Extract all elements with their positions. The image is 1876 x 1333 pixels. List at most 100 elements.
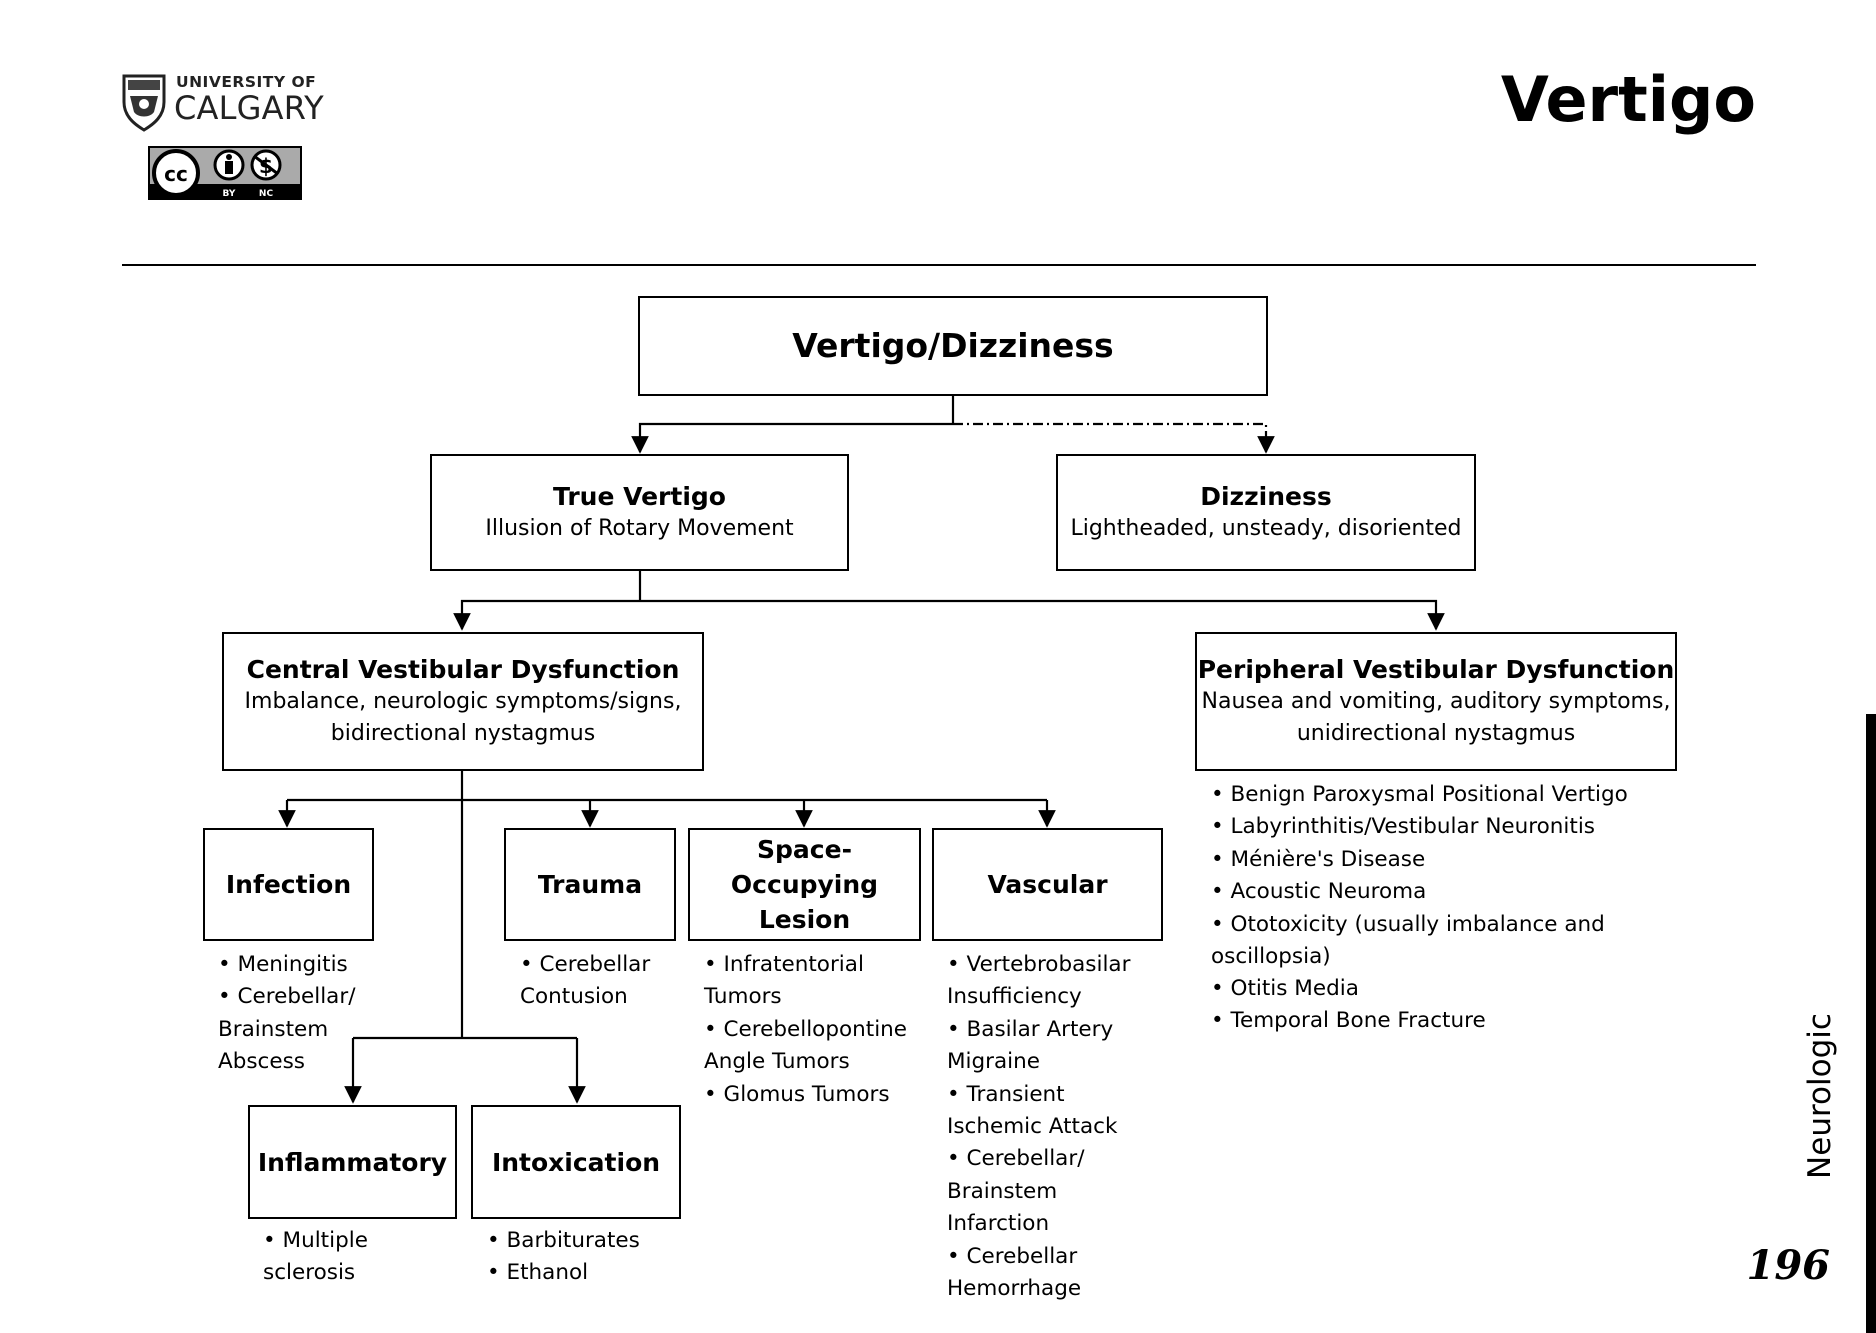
list-item: Cerebellar [520, 949, 651, 981]
list-item: Meningitis [218, 949, 355, 981]
central-vestibular-line2: bidirectional nystagmus [330, 721, 596, 746]
list-item: Cerebellopontine [704, 1014, 908, 1046]
vascular-box: Vascular [932, 828, 1163, 941]
vascular-list-3: Transient [947, 1079, 1065, 1111]
list-item: Acoustic Neuroma [1211, 876, 1628, 908]
inflammatory-title: Inflammatory [257, 1147, 448, 1177]
trauma-list: Cerebellar [520, 949, 651, 981]
vertigo-dizziness-title: Vertigo/Dizziness [792, 326, 1114, 365]
list-item-cont: Infarction [947, 1211, 1050, 1237]
space-list: Infratentorial [704, 949, 864, 981]
list-item-cont: Brainstem [218, 1017, 329, 1042]
space-title-line3: Lesion [758, 905, 851, 934]
list-item-cont: Hemorrhage [947, 1276, 1082, 1301]
space-occupying-box: Space- Occupying Lesion [688, 828, 921, 941]
infection-box: Infection [203, 828, 374, 941]
trauma-title: Trauma [537, 870, 643, 899]
intoxication-list: Barbiturates Ethanol [487, 1225, 640, 1290]
list-item-cont: Insufficiency [947, 984, 1082, 1009]
cc-license-badge: cc $ BY NC [148, 146, 302, 200]
vertigo-dizziness-box: Vertigo/Dizziness [638, 296, 1268, 396]
section-tab-bar [1866, 714, 1876, 1333]
section-label: Neurologic [1802, 1013, 1838, 1179]
vascular-list-1c: Insufficiency [947, 981, 1082, 1013]
vascular-list-5: Cerebellar [947, 1241, 1078, 1273]
space-title-line1: Space- [757, 835, 852, 864]
space-list-2: Cerebellopontine [704, 1014, 908, 1046]
logo-line2: CALGARY [174, 89, 324, 127]
infection-list: Meningitis Cerebellar/ [218, 949, 356, 1014]
vascular-list-1: Vertebrobasilar [947, 949, 1131, 981]
inflammatory-list-cont: sclerosis [263, 1257, 355, 1289]
list-item: Infratentorial [704, 949, 864, 981]
intoxication-box: Intoxication [471, 1105, 681, 1219]
list-item-cont: oscillopsia) [1211, 944, 1331, 969]
peripheral-vestibular-line1: Nausea and vomiting, auditory symptoms, [1201, 689, 1671, 714]
inflammatory-box: Inflammatory [248, 1105, 457, 1219]
intoxication-title: Intoxication [491, 1147, 661, 1177]
list-item: Barbiturates [487, 1225, 640, 1257]
list-item: Cerebellar/ [218, 981, 356, 1013]
peripheral-vestibular-line2: unidirectional nystagmus [1296, 721, 1576, 746]
page-number: 196 [1746, 1242, 1831, 1289]
university-logo: UNIVERSITY OF CALGARY [120, 70, 340, 134]
space-list-cont2: Angle Tumors [704, 1046, 850, 1078]
space-title-line2: Occupying [730, 870, 879, 899]
space-list-cont1: Tumors [704, 981, 782, 1013]
license-by-label: BY [223, 189, 236, 199]
peripheral-list: Benign Paroxysmal Positional Vertigo Lab… [1211, 779, 1628, 941]
peripheral-vestibular-title: Peripheral Vestibular Dysfunction [1197, 655, 1675, 684]
attribution-icon [213, 149, 245, 181]
list-item-cont: Ischemic Attack [947, 1114, 1118, 1139]
dizziness-subtitle: Lightheaded, unsteady, disoriented [1070, 516, 1462, 541]
list-item-cont: Migraine [947, 1049, 1041, 1074]
list-item: Otitis Media [1211, 973, 1486, 1005]
true-vertigo-subtitle: Illusion of Rotary Movement [485, 516, 794, 541]
list-item: Basilar Artery [947, 1014, 1114, 1046]
vascular-list-4: Cerebellar/ [947, 1143, 1085, 1175]
page-title: Vertigo [1500, 63, 1756, 136]
list-item-cont: Abscess [218, 1049, 306, 1075]
peripheral-list-cont: oscillopsia) [1211, 941, 1331, 973]
vascular-list-5c: Hemorrhage [947, 1273, 1081, 1305]
trauma-list-cont: Contusion [520, 981, 628, 1013]
trauma-box: Trauma [504, 828, 676, 941]
list-item: Benign Paroxysmal Positional Vertigo [1211, 779, 1628, 811]
header-divider [122, 264, 1756, 266]
list-item: Temporal Bone Fracture [1211, 1005, 1486, 1037]
crest-icon [122, 74, 166, 132]
list-item: Cerebellar [947, 1241, 1078, 1273]
central-vestibular-title: Central Vestibular Dysfunction [246, 655, 680, 684]
peripheral-list-2: Otitis Media Temporal Bone Fracture [1211, 973, 1486, 1038]
vascular-list-4c: Brainstem Infarction [947, 1176, 1057, 1241]
infection-list-cont: Brainstem Abscess [218, 1014, 328, 1079]
list-item-cont: Contusion [520, 984, 628, 1009]
inflammatory-list: Multiple [263, 1225, 368, 1257]
vascular-list-2c: Migraine [947, 1046, 1040, 1078]
list-item: Labyrinthitis/Vestibular Neuronitis [1211, 811, 1628, 843]
list-item: Multiple [263, 1225, 368, 1257]
peripheral-vestibular-box: Peripheral Vestibular Dysfunction Nausea… [1195, 632, 1677, 771]
vascular-title: Vascular [987, 870, 1108, 899]
license-nc-label: NC [259, 189, 274, 199]
true-vertigo-title: True Vertigo [553, 482, 726, 511]
central-vestibular-line1: Imbalance, neurologic symptoms/signs, [244, 689, 682, 714]
svg-text:cc: cc [164, 162, 188, 186]
vascular-list-2: Basilar Artery [947, 1014, 1114, 1046]
central-vestibular-box: Central Vestibular Dysfunction Imbalance… [222, 632, 704, 771]
list-item-cont: Brainstem [947, 1179, 1058, 1204]
infection-title: Infection [225, 870, 352, 899]
list-item: Ménière's Disease [1211, 844, 1628, 876]
list-item-cont: sclerosis [263, 1260, 356, 1285]
list-item: Cerebellar/ [947, 1143, 1085, 1175]
list-item: Transient [947, 1079, 1065, 1111]
list-item-cont: Angle Tumors [704, 1049, 850, 1074]
list-item: Ototoxicity (usually imbalance and [1211, 909, 1628, 941]
list-item-cont: Tumors [704, 984, 782, 1009]
list-item: Glomus Tumors [704, 1079, 890, 1111]
noncommercial-icon: $ [250, 149, 282, 181]
dizziness-box: Dizziness Lightheaded, unsteady, disorie… [1056, 454, 1476, 571]
list-item: Vertebrobasilar [947, 949, 1131, 981]
space-list-3: Glomus Tumors [704, 1079, 890, 1111]
